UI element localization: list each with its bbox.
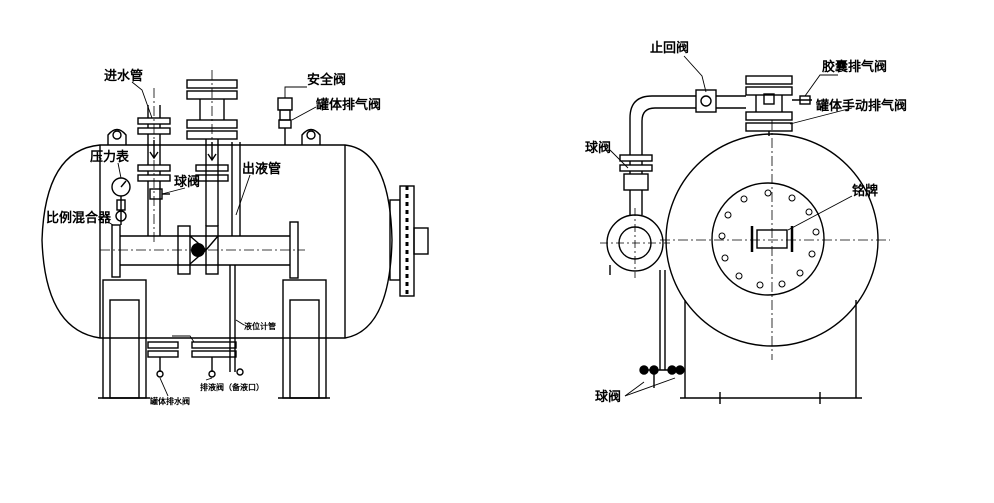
label-pressure-gauge: 压力表 (90, 150, 130, 165)
label-proportional-mixer: 比例混合器 (46, 211, 112, 226)
saddle-left (98, 279, 150, 399)
label-ball-valve-right: 球阀 (585, 141, 612, 156)
label-level-gauge: 液位计管 (244, 321, 276, 331)
bolt-holes (718, 189, 820, 289)
side-view (600, 55, 890, 404)
label-bladder-exhaust-valve: 胶囊排气阀 (822, 60, 888, 75)
saddle-right (278, 279, 330, 399)
outlet-pipe (231, 142, 241, 236)
lifting-lug-right (301, 128, 321, 145)
mixer-pipe (100, 221, 305, 279)
drain-valve-left (147, 341, 179, 378)
label-tank-drain-valve: 罐体排水阀 (150, 396, 190, 406)
leaders-left (107, 81, 317, 397)
piping-loop (619, 89, 746, 215)
label-tank-exhaust-valve: 罐体排气阀 (316, 98, 382, 113)
manway-flange (389, 185, 429, 297)
level-gauge-pipe (229, 265, 236, 372)
side-supports (680, 300, 862, 404)
label-safety-valve: 安全阀 (307, 73, 347, 88)
label-drain-valve-note: 排液阀（备液口） (200, 382, 264, 392)
label-ball-valve-left: 球阀 (174, 175, 201, 190)
lifting-lug-left (107, 128, 127, 145)
safety-valve (277, 97, 293, 121)
side-level-pipe (639, 270, 685, 388)
inlet-flange-circle (600, 208, 670, 278)
pressure-gauge-shape (111, 177, 131, 225)
label-tank-manual-exhaust-valve: 罐体手动排气阀 (816, 99, 908, 114)
label-inlet-pipe: 进水管 (104, 69, 144, 84)
label-check-valve: 止回阀 (650, 41, 690, 56)
tank-shell (41, 144, 393, 339)
inlet-pipe (137, 88, 171, 245)
top-flange-stack (745, 75, 812, 136)
tank-exhaust-valve-shape (278, 119, 292, 145)
leaders-right (609, 55, 853, 397)
label-nameplate: 铭牌 (852, 184, 879, 199)
label-ball-valve-bottom: 球阀 (595, 390, 622, 405)
label-outlet-pipe: 出液管 (242, 162, 282, 177)
drain-valve-right (191, 341, 244, 378)
central-stack (186, 70, 238, 226)
front-view (41, 70, 429, 399)
